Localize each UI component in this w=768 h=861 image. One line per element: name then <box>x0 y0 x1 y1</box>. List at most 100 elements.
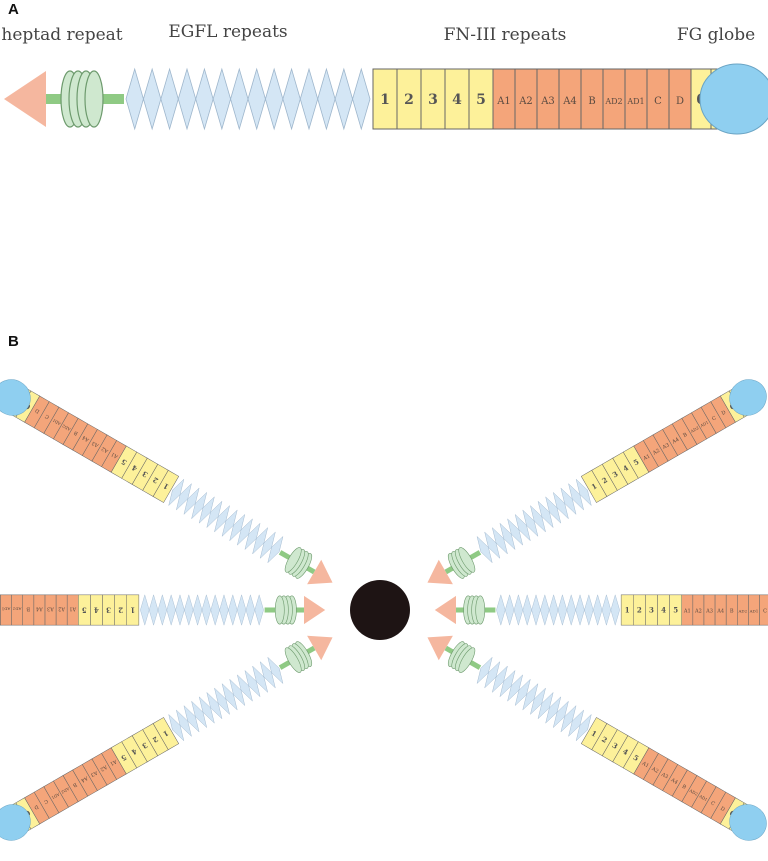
egfl-repeat <box>254 594 264 626</box>
fn3-domain-label: 3 <box>106 605 111 614</box>
fn3-domain-label: 1 <box>590 481 599 491</box>
fn3-domain-label: D <box>34 407 41 414</box>
fn3-domain-label: D <box>33 803 40 810</box>
egfl-repeat <box>219 594 229 626</box>
coiled-coil-disc <box>284 547 302 573</box>
fn3-domain-label: 5 <box>82 605 87 614</box>
fn3-domain <box>396 68 422 130</box>
egfl-repeat <box>184 594 194 626</box>
linker-segment <box>484 607 496 613</box>
fn3-domain-label: B <box>71 781 77 788</box>
fn3-domain-label: 5 <box>673 606 678 615</box>
fn3-domain-label: AD1 <box>51 791 62 800</box>
egfl-repeat <box>143 67 162 131</box>
fn3-domain-label: B <box>730 609 734 615</box>
fn3-domain-label: C <box>44 413 50 420</box>
fn3-domain-label: A4 <box>669 777 679 786</box>
egfl-repeat <box>245 594 255 626</box>
fn3-domain-label: A1 <box>109 758 119 767</box>
fn3-domain-label: 5 <box>119 753 128 763</box>
egfl-repeat <box>175 594 185 626</box>
egfl-repeat <box>201 594 211 626</box>
fn3-domain-label: AD2 <box>604 97 622 106</box>
panel-b-letter: B <box>8 333 19 350</box>
egfl-repeat <box>505 594 515 626</box>
egfl-repeat <box>575 594 585 626</box>
coiled-coil-disc <box>274 595 285 625</box>
fn3-domain-label: AD1 <box>52 418 63 427</box>
egfl-repeat <box>575 478 592 507</box>
fn3-domain <box>759 594 768 626</box>
egfl-repeat <box>522 594 532 626</box>
egfl-repeat <box>140 594 150 626</box>
linker-segment <box>469 550 482 561</box>
heptad-repeat-triangle <box>4 71 46 127</box>
fn3-domain-label: C <box>42 798 48 805</box>
egfl-repeat <box>352 67 371 131</box>
fn3-domain-label: 4 <box>621 463 630 473</box>
fn3-domain-label: A1 <box>69 605 77 611</box>
fn3-domain-label: 2 <box>151 735 160 745</box>
fn3-domain-label: A3 <box>705 609 713 615</box>
fn3-domain-label: A1 <box>110 451 120 460</box>
egfl-repeat <box>247 67 266 131</box>
fn3-repeats-label: FN-III repeats <box>444 25 567 45</box>
hexamer-arm: 12345A1A2A3A4BAD2AD1CD678 <box>0 594 326 626</box>
fn3-domain-label: 2 <box>404 92 414 108</box>
fn3-domain-label: A3 <box>47 605 55 611</box>
linker-segment <box>456 607 468 613</box>
egfl-repeat <box>584 594 594 626</box>
egfl-repeats-label: EGFL repeats <box>168 22 287 42</box>
egfl-repeat <box>210 594 220 626</box>
fn3-domain-label: 1 <box>130 605 135 614</box>
fg-globe <box>0 804 31 841</box>
heptad-repeat-triangle <box>427 635 453 661</box>
egfl-repeat <box>265 67 284 131</box>
fn3-domain-label: B <box>26 605 30 611</box>
fn3-domain-label: 1 <box>625 606 630 615</box>
fn3-domain-label: AD1 <box>2 606 12 611</box>
egfl-repeat <box>166 594 176 626</box>
fn3-domain-label: 4 <box>94 605 99 614</box>
fn3-domain-label: A2 <box>694 609 702 615</box>
fn3-domain-label: B <box>682 432 688 439</box>
fn3-domain-label: A2 <box>99 763 109 772</box>
fn3-domain-label: A2 <box>518 96 533 107</box>
coiled-coil-disc <box>458 547 476 573</box>
fn3-domain-label: C <box>710 800 716 807</box>
egfl-repeat <box>557 594 568 626</box>
fn3-domain-label: AD2 <box>737 609 747 614</box>
fn3-domain-label: A3 <box>661 442 671 451</box>
fn3-domain-label: B <box>588 96 595 107</box>
fn3-domain-label: A2 <box>101 445 111 454</box>
fn3-domain-label: 3 <box>428 92 438 108</box>
fn3-domain-label: 4 <box>130 747 139 757</box>
egfl-repeat <box>168 478 185 507</box>
fn3-domain-label: A2 <box>58 605 66 611</box>
fn3-domain-label: 2 <box>600 475 609 485</box>
egfl-repeat <box>168 713 185 742</box>
egfl-repeat <box>566 594 576 626</box>
fn3-domain-label: C <box>654 96 662 107</box>
fn3-domain-label: 1 <box>161 481 170 491</box>
fn3-domain-label: AD1 <box>749 609 759 614</box>
linker-segment <box>102 94 124 104</box>
egfl-repeat <box>177 67 197 131</box>
egfl-repeat <box>531 594 541 626</box>
egfl-repeat <box>230 67 249 131</box>
heptad-repeat-triangle <box>434 595 457 625</box>
linker-segment <box>292 607 304 613</box>
fn3-domain-label: A1 <box>640 760 650 769</box>
fn3-domain-label: AD2 <box>688 787 699 796</box>
coiled-coil-disc <box>84 70 104 128</box>
fn3-domain-label: A1 <box>683 609 691 615</box>
egfl-repeat <box>195 67 214 131</box>
fn3-domain-label: A4 <box>81 434 91 443</box>
fn3-domain-label: 5 <box>632 457 641 467</box>
fn3-domain-label: A2 <box>651 448 661 457</box>
coiled-coil-disc <box>284 647 302 673</box>
fn3-domain-label: 4 <box>661 606 666 615</box>
fg-globe <box>729 379 767 416</box>
fn3-domain-label: 3 <box>140 469 149 479</box>
egfl-repeat <box>157 594 167 626</box>
